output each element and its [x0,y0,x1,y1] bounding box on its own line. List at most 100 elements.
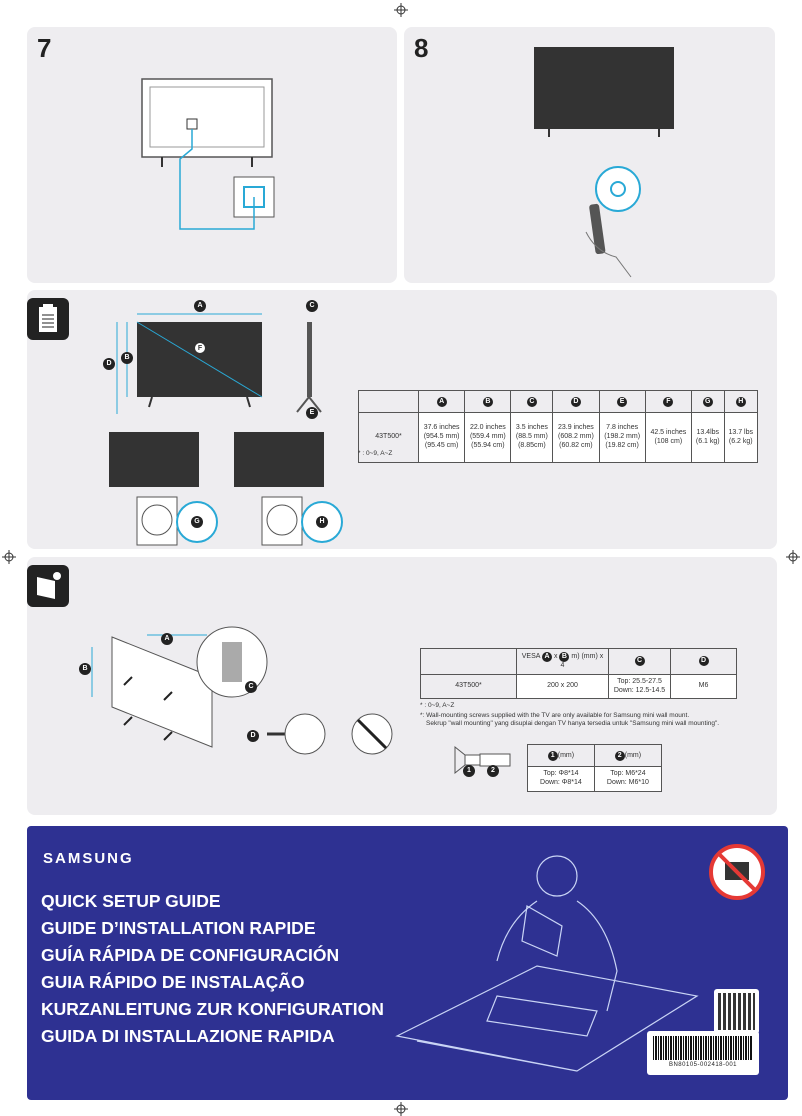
label-2: 2 [487,765,499,777]
step-number: 8 [414,33,429,63]
col-d: D [570,396,581,407]
wall-mount-icon [27,565,69,607]
registration-mark-icon [394,1102,408,1116]
cover-section: SAMSUNG QUICK SETUP GUIDE GUIDE D’INSTAL… [27,826,788,1100]
value: 42.5 inches [650,428,687,436]
unit: (mm) [624,751,642,759]
cover-titles: QUICK SETUP GUIDE GUIDE D’INSTALLATION R… [41,888,384,1050]
value: Top: 25.5-27.5 [617,677,662,685]
value: (108 cm) [654,437,683,445]
value: 7.8 inches [606,424,639,432]
unit: (mm) [557,751,575,759]
table-row: 43T500* 37.6 inches(954.5 mm)(95.45 cm) … [358,412,759,463]
barcode-number: BN80105-002418-001 [668,1062,738,1068]
col-2: 2 [614,750,625,761]
barcode: BN80105-002418-001 [647,1031,759,1075]
vesa-label: VESA [521,653,541,660]
registration-mark-icon [2,550,16,564]
value: 23.9 inches [558,424,594,432]
vesa-value: 200 x 200 [516,673,609,700]
label-a: A [194,300,206,312]
step-number: 7 [37,33,52,63]
step-7-panel: 7 [27,27,397,283]
value: (88.5 mm) [515,433,548,441]
label-h: H [316,516,328,528]
value: (559.4 mm) [469,433,506,441]
value: (954.5 mm) [423,433,460,441]
col-c: C [634,656,645,667]
value: 22.0 inches [469,424,506,432]
label-c: C [306,300,318,312]
value: 13.7 lbs [728,428,754,436]
value: 13.4lbs [696,428,720,436]
title: GUIDA DI INSTALLAZIONE RAPIDA [41,1026,335,1046]
registration-mark-icon [786,550,800,564]
no-tv-damage-warning-icon [709,844,765,900]
vesa-table: VESA A x B m) (mm) x 4 C D 43T500* 200 x… [420,648,737,700]
model-cell: 43T500* [358,412,419,463]
value: Down: M6*10 [606,778,649,786]
label-g: G [191,516,203,528]
value: 3.5 inches [515,424,548,432]
value: Top: M6*24 [610,770,646,777]
value: (6.2 kg) [728,437,753,445]
title: QUICK SETUP GUIDE [41,891,221,911]
wall-mount-diagram [91,626,268,748]
tv-remote-power-illustration [534,47,674,278]
step-8-panel: 8 [404,27,775,283]
title: GUÍA RÁPIDA DE CONFIGURACIÓN [41,945,340,965]
col-b: B [559,652,570,662]
samsung-logo: SAMSUNG [43,850,134,867]
tv-dimension-diagram [116,313,322,414]
label-d: D [247,730,259,742]
col-h: H [735,396,746,407]
vesa-x: x [553,653,558,660]
model-cell: 43T500* [420,673,517,700]
label-1: 1 [463,765,475,777]
value: (8.85cm) [518,441,546,449]
value: Down: 12.5-14.5 [613,686,666,694]
col-d: D [698,656,709,667]
col-e: E [617,396,628,407]
value: (6.1 kg) [695,437,720,445]
screw-spacer-illustration [267,713,393,755]
tv-back-power-illustration [141,78,275,230]
value: (95.45 cm) [424,441,459,449]
qr-code [714,989,759,1034]
vesa-unit: m) (mm) x 4 [560,653,604,669]
col-1: 1 [547,750,558,761]
col-a: A [436,396,447,407]
label-f: F [194,342,206,354]
person-unboxing-illustration [395,855,699,1072]
clipboard-icon [27,298,69,340]
weight-scale-illustration [109,432,343,546]
label-a: A [161,633,173,645]
value: (19.82 cm) [605,441,639,449]
label-b: B [121,352,133,364]
specifications-table: A B C D E F G H 43T500* 37.6 inches(954.… [358,390,759,463]
col-a: A [542,652,552,662]
spec-note: * : 0~9, A~Z [358,450,393,457]
wall-note-3: Sekrup "wall mounting" yang disuplai den… [426,720,720,727]
col-b: B [482,396,493,407]
wall-note-2: *: Wall-mounting screws supplied with th… [420,712,690,719]
d-value: M6 [670,673,737,700]
title: GUIDE D’INSTALLATION RAPIDE [41,918,316,938]
value: (198.2 mm) [604,433,641,441]
barcode-label: BN80105-002418-001 [647,989,759,1075]
title: GUIA RÁPIDO DE INSTALAÇÃO [41,972,305,992]
value: (55.94 cm) [471,441,505,449]
wall-note-1: * : 0~9, A~Z [420,702,455,709]
value: (60.82 cm) [559,441,593,449]
col-g: G [702,396,713,407]
col-c: C [526,396,537,407]
label-e: E [306,407,318,419]
label-d: D [103,358,115,370]
title: KURZANLEITUNG ZUR KONFIGURATION [41,999,384,1019]
col-f: F [663,396,674,407]
value: (608.2 mm) [558,433,594,441]
label-c: C [245,681,257,693]
